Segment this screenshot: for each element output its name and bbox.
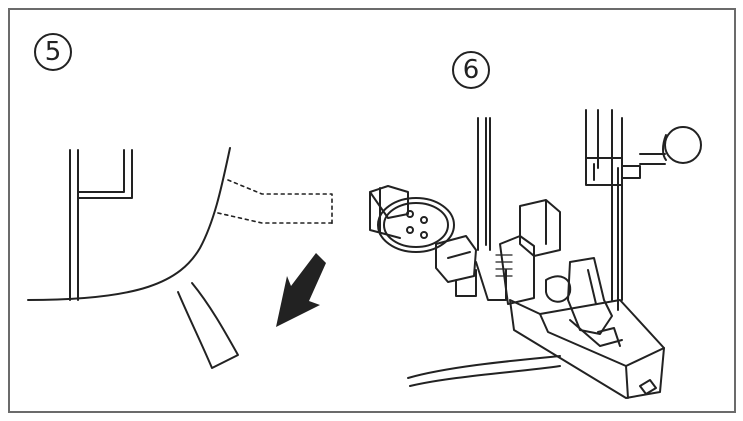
needle-clamp: [585, 157, 641, 186]
step5-drawing: [27, 147, 333, 369]
button: [377, 197, 455, 253]
step6-drawing: [369, 109, 702, 399]
needle-bar: [585, 109, 623, 301]
presser-foot: [567, 257, 613, 335]
needle-screw: [639, 153, 666, 165]
button-outline-dotted: [217, 179, 333, 227]
step-5-badge: 5: [34, 33, 72, 71]
thread-tail: [177, 282, 239, 369]
presser-bar-outline: [69, 149, 133, 301]
presser-bar: [477, 117, 491, 251]
pull-arrow-icon: [276, 253, 326, 327]
buttonhole-foot: [475, 235, 535, 305]
illustration-frame: [8, 8, 736, 413]
needle: [611, 167, 619, 311]
bobbin-thread: [407, 355, 561, 387]
fabric-edge: [27, 147, 231, 301]
screw-knob-icon: [664, 126, 702, 164]
button-clamp: [435, 235, 477, 297]
slide-bracket: [509, 299, 665, 399]
step-6-badge: 6: [452, 51, 490, 89]
